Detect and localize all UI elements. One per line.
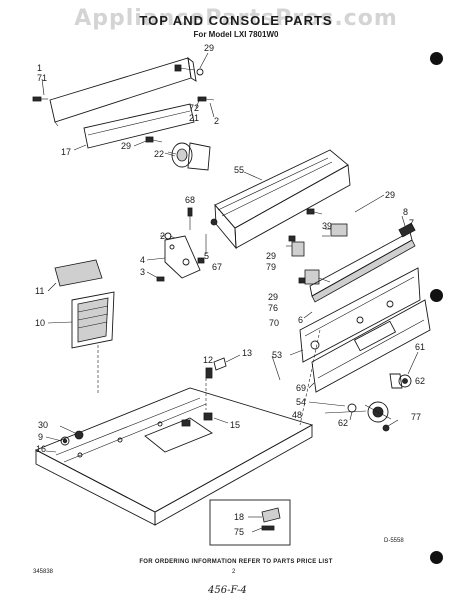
callout-29: 29 bbox=[268, 292, 278, 302]
callout-4: 4 bbox=[140, 255, 145, 265]
leader-lines bbox=[41, 52, 419, 453]
switch-79-part bbox=[286, 241, 305, 257]
watermark: AppliancePartsPros.com bbox=[74, 6, 398, 31]
callout-77: 77 bbox=[411, 412, 421, 422]
knob-62-right-part bbox=[389, 373, 412, 389]
callout-7: 7 bbox=[409, 218, 414, 228]
screw-2-top-part bbox=[197, 96, 215, 102]
console-rail-part bbox=[309, 222, 416, 303]
reference-code: 345838 bbox=[33, 569, 54, 575]
clip-68-part bbox=[187, 207, 193, 230]
handwritten-note: 456-F-4 bbox=[208, 585, 247, 596]
console-graphic-panel-part bbox=[311, 299, 431, 393]
knob-48-part bbox=[364, 401, 392, 423]
binder-hole-top bbox=[430, 52, 443, 65]
binder-hole-middle bbox=[430, 289, 443, 302]
drawing-number: D-5558 bbox=[384, 538, 404, 544]
clip-12-part bbox=[205, 367, 213, 379]
screw-29-right-part bbox=[306, 208, 323, 215]
page-title: TOP AND CONSOLE PARTS bbox=[139, 13, 333, 28]
callout-54: 54 bbox=[296, 397, 306, 407]
screw-29-79-part bbox=[288, 235, 296, 242]
callout-48: 48 bbox=[292, 410, 302, 420]
timer-assembly-part bbox=[167, 142, 211, 171]
callout-16: 16 bbox=[36, 444, 46, 454]
lint-screen-part bbox=[71, 291, 115, 349]
callout-29: 29 bbox=[204, 43, 214, 53]
callout-5: 5 bbox=[204, 251, 209, 261]
switch-76-part bbox=[304, 269, 331, 285]
callout-29: 29 bbox=[385, 190, 395, 200]
callout-2: 2 bbox=[160, 231, 165, 241]
callout-79: 79 bbox=[266, 262, 276, 272]
rear-panel-part bbox=[49, 56, 197, 127]
binder-hole-bottom bbox=[430, 551, 443, 564]
end-bracket-part bbox=[164, 235, 201, 279]
console-housing-part bbox=[210, 149, 351, 250]
callout-72: 72 bbox=[189, 103, 199, 113]
callout-67: 67 bbox=[212, 262, 222, 272]
screw-29-top-part bbox=[174, 64, 204, 76]
callout-1: 1 bbox=[37, 63, 42, 73]
clip-13-part bbox=[213, 354, 241, 371]
callout-55: 55 bbox=[234, 165, 244, 175]
callout-61: 61 bbox=[415, 342, 425, 352]
model-subtitle: For Model LXI 7801W0 bbox=[193, 30, 279, 39]
callout-11: 11 bbox=[35, 286, 44, 296]
screw-29-76-part bbox=[298, 277, 306, 284]
callout-75: 75 bbox=[234, 527, 244, 537]
page-number: 2 bbox=[232, 569, 236, 575]
callout-9: 9 bbox=[38, 432, 43, 442]
callout-13: 13 bbox=[242, 348, 252, 358]
callout-2: 2 bbox=[214, 116, 219, 126]
inner-panel-part bbox=[83, 103, 195, 149]
screw-71-part bbox=[32, 96, 48, 102]
bracket-screws-part bbox=[156, 232, 205, 282]
callout-3: 3 bbox=[140, 267, 145, 277]
callout-12: 12 bbox=[203, 355, 213, 365]
top-panel-part bbox=[34, 387, 314, 526]
callout-21: 21 bbox=[189, 113, 199, 123]
callout-29: 29 bbox=[266, 251, 276, 261]
callout-53: 53 bbox=[272, 350, 282, 360]
callout-17: 17 bbox=[61, 147, 71, 157]
callout-71: 71 bbox=[37, 73, 47, 83]
callout-8: 8 bbox=[403, 207, 408, 217]
callout-69: 69 bbox=[296, 383, 306, 393]
callout-70: 70 bbox=[269, 318, 279, 328]
console-front-panel-part bbox=[299, 267, 421, 363]
parts-bag-part bbox=[209, 499, 291, 546]
ordering-info: FOR ORDERING INFORMATION REFER TO PARTS … bbox=[139, 559, 333, 565]
callout-62: 62 bbox=[415, 376, 425, 386]
callout-76: 76 bbox=[268, 303, 278, 313]
callout-68: 68 bbox=[185, 195, 195, 205]
callout-10: 10 bbox=[35, 318, 45, 328]
callout-6: 6 bbox=[298, 315, 303, 325]
callout-22: 22 bbox=[154, 149, 164, 159]
callout-30: 30 bbox=[38, 420, 48, 430]
callout-39: 39 bbox=[322, 221, 332, 231]
switch-39-part bbox=[322, 223, 348, 237]
callout-62: 62 bbox=[338, 418, 348, 428]
callout-29: 29 bbox=[121, 141, 131, 151]
screw-29-mid-part bbox=[145, 136, 163, 143]
callout-18: 18 bbox=[234, 512, 244, 522]
glide-30-part bbox=[74, 430, 84, 440]
callout-15: 15 bbox=[230, 420, 240, 430]
lint-cover-part bbox=[54, 259, 103, 287]
